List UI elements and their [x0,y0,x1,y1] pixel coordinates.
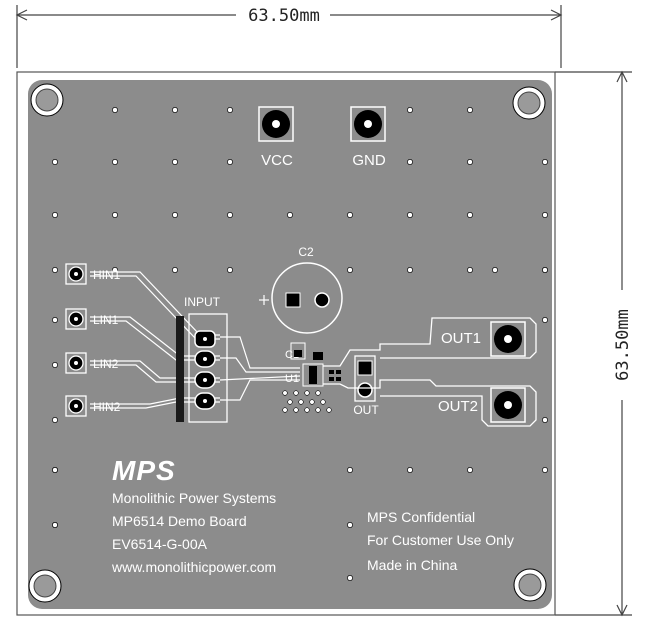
input-test-point-frame [65,308,87,330]
via [347,575,353,581]
c2-label: C2 [298,245,314,259]
out2-terminal [490,387,526,423]
via [227,212,233,218]
via [407,159,413,165]
via [172,159,178,165]
via [287,212,293,218]
via [542,417,548,423]
mounting-hole-top-right [512,86,546,120]
via [52,522,58,528]
u1-label: U1 [285,373,299,385]
via [492,267,498,273]
via [347,212,353,218]
via [542,267,548,273]
mounting-hole-top-left [30,83,64,117]
via [542,467,548,473]
vcc-label: VCC [261,152,293,169]
via [52,417,58,423]
via [467,107,473,113]
via [407,267,413,273]
via [112,107,118,113]
via [467,267,473,273]
via [112,212,118,218]
width-dimension-label: 63.50mm [248,6,320,26]
gnd-label: GND [352,152,386,169]
board-part-number: EV6514-G-00A [112,536,208,552]
input-header-label: INPUT [184,295,221,309]
mounting-hole-bottom-right [513,568,547,602]
via [467,212,473,218]
ic-u1 [302,363,341,387]
out1-label: OUT1 [441,330,481,347]
out2-label: OUT2 [438,398,478,415]
via [227,267,233,273]
via [467,467,473,473]
input-test-point-hole [74,404,78,408]
mps-logo: MPS [112,455,176,486]
capacitor-c1 [290,342,323,360]
width-dimension [15,5,563,68]
via [347,467,353,473]
mounting-hole-bottom-left [28,569,62,603]
via [52,467,58,473]
via-grid [52,107,548,581]
input-label-hin2: HIN2 [93,400,121,414]
company-info: Monolithic Power Systems MP6514 Demo Boa… [111,490,276,575]
input-test-point-hole [74,272,78,276]
out-header [354,355,376,402]
via [52,267,58,273]
notice-customer-use: For Customer Use Only [367,532,514,548]
via [172,212,178,218]
vcc-terminal [258,106,294,142]
height-dimension-label: 63.50mm [613,309,633,381]
notice-confidential: MPS Confidential [367,509,475,525]
input-test-point-hole [74,317,78,321]
output-traces [323,317,537,427]
via [112,159,118,165]
input-test-point-frame [65,263,87,285]
board-surface [28,80,552,609]
via [52,159,58,165]
via [407,107,413,113]
via [347,522,353,528]
input-test-point-frame [65,395,87,417]
input-test-point-frame [65,352,87,374]
via [407,212,413,218]
via [227,159,233,165]
via [542,317,548,323]
capacitor-c2 [259,262,343,334]
via [172,107,178,113]
company-website: www.monolithicpower.com [111,559,276,575]
via [347,267,353,273]
height-dimension [555,70,632,617]
input-label-lin2: LIN2 [93,357,119,371]
via [52,362,58,368]
notice-origin: Made in China [367,557,457,573]
out-header-label: OUT [353,403,379,417]
via [542,212,548,218]
input-label-hin1: HIN1 [93,268,121,282]
notice: MPS Confidential For Customer Use Only M… [367,509,514,573]
via [227,107,233,113]
gnd-terminal [350,106,386,142]
ic-vias [282,390,332,413]
via [467,159,473,165]
board-name: MP6514 Demo Board [112,513,247,529]
via [172,267,178,273]
via [52,212,58,218]
out1-terminal [490,321,526,357]
input-test-point-hole [74,361,78,365]
input-header [176,313,228,423]
company-name: Monolithic Power Systems [112,490,276,506]
via [52,317,58,323]
via [407,467,413,473]
via [542,159,548,165]
input-label-lin1: LIN1 [93,313,119,327]
